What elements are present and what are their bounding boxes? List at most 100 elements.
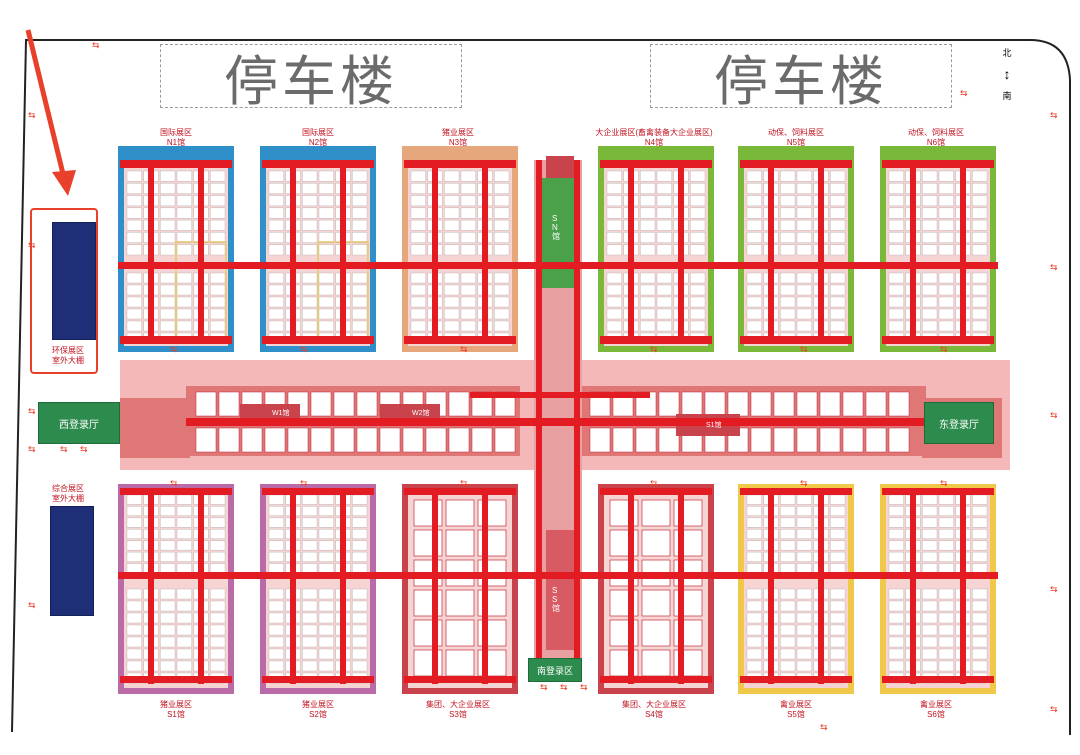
booth — [302, 529, 318, 539]
corridor — [818, 488, 824, 684]
main-corridor-center — [186, 418, 928, 426]
booth — [796, 320, 812, 332]
entrance-arrow-icon: ⇆ — [28, 240, 36, 250]
booth — [176, 284, 192, 296]
booth — [938, 207, 954, 219]
booth — [780, 624, 796, 636]
booth — [176, 551, 192, 562]
booth — [352, 563, 368, 574]
booth — [888, 563, 904, 574]
booth — [352, 170, 368, 182]
booth — [972, 648, 988, 660]
outdoor-zone-environmental[interactable] — [52, 222, 96, 340]
booth — [210, 320, 226, 332]
booth — [302, 517, 318, 528]
booth — [126, 272, 142, 284]
booth — [352, 219, 368, 231]
center-booth — [218, 427, 240, 453]
entrance-arrow-icon: ⇆ — [28, 406, 36, 416]
booth — [972, 296, 988, 308]
booth — [972, 170, 988, 182]
center-booth — [310, 427, 332, 453]
corridor — [600, 336, 712, 344]
booth — [746, 517, 762, 528]
booth — [888, 170, 904, 182]
center-booth — [448, 427, 470, 453]
booth — [268, 232, 284, 243]
booth — [830, 636, 846, 648]
center-label-w2: W2馆 — [412, 410, 430, 417]
booth — [922, 183, 938, 194]
booth — [972, 636, 988, 648]
corridor — [960, 160, 966, 344]
booth — [268, 600, 284, 612]
booth — [938, 183, 954, 194]
booth — [606, 244, 622, 256]
booth — [318, 563, 334, 574]
booth — [830, 648, 846, 660]
entrance-arrow-icon: ⇆ — [940, 344, 948, 354]
corridor — [404, 676, 516, 683]
booth — [460, 296, 476, 308]
center-booth — [612, 427, 634, 453]
booth — [210, 506, 226, 516]
booth — [888, 244, 904, 256]
booth — [318, 517, 334, 528]
entrance-arrow-icon: ⇆ — [28, 110, 36, 120]
booth — [444, 244, 460, 256]
booth — [938, 320, 954, 332]
booth — [746, 494, 762, 505]
booth — [126, 529, 142, 539]
booth — [922, 244, 938, 256]
booth — [746, 506, 762, 516]
booth — [160, 308, 176, 320]
booth — [922, 207, 938, 219]
booth — [210, 308, 226, 320]
booth — [352, 207, 368, 219]
entrance-arrow-icon: ⇆ — [28, 444, 36, 454]
booth — [922, 272, 938, 284]
booth — [938, 600, 954, 612]
booth — [352, 551, 368, 562]
booth — [160, 219, 176, 231]
center-booth — [658, 391, 680, 417]
booth — [352, 308, 368, 320]
booth — [160, 320, 176, 332]
booth — [460, 320, 476, 332]
booth — [888, 624, 904, 636]
west-lobby[interactable]: 西登录厅 — [38, 402, 120, 444]
booth — [352, 272, 368, 284]
booth — [780, 244, 796, 256]
booth-large — [445, 589, 475, 617]
booth — [938, 308, 954, 320]
booth — [938, 296, 954, 308]
corridor — [482, 488, 488, 684]
center-booth — [704, 391, 726, 417]
booth — [210, 648, 226, 660]
booth — [318, 272, 334, 284]
booth — [126, 551, 142, 562]
booth — [352, 232, 368, 243]
booth — [444, 284, 460, 296]
booth — [210, 272, 226, 284]
entrance-arrow-icon: ⇆ — [300, 478, 308, 488]
booth — [656, 308, 672, 320]
booth — [410, 320, 426, 332]
booth — [690, 232, 706, 243]
corridor — [290, 488, 296, 684]
booth — [972, 183, 988, 194]
booth — [126, 244, 142, 256]
east-lobby[interactable]: 东登录厅 — [924, 402, 994, 444]
booth — [176, 232, 192, 243]
booth — [938, 612, 954, 624]
booth — [126, 183, 142, 194]
south-lobby[interactable]: 南登录区 — [528, 658, 582, 682]
entrance-arrow-icon: ⇆ — [28, 600, 36, 610]
outdoor-zone-general[interactable] — [50, 506, 94, 616]
booth — [318, 540, 334, 551]
booth — [746, 588, 762, 600]
booth — [176, 272, 192, 284]
booth — [938, 219, 954, 231]
main-corridor-north — [118, 262, 998, 269]
